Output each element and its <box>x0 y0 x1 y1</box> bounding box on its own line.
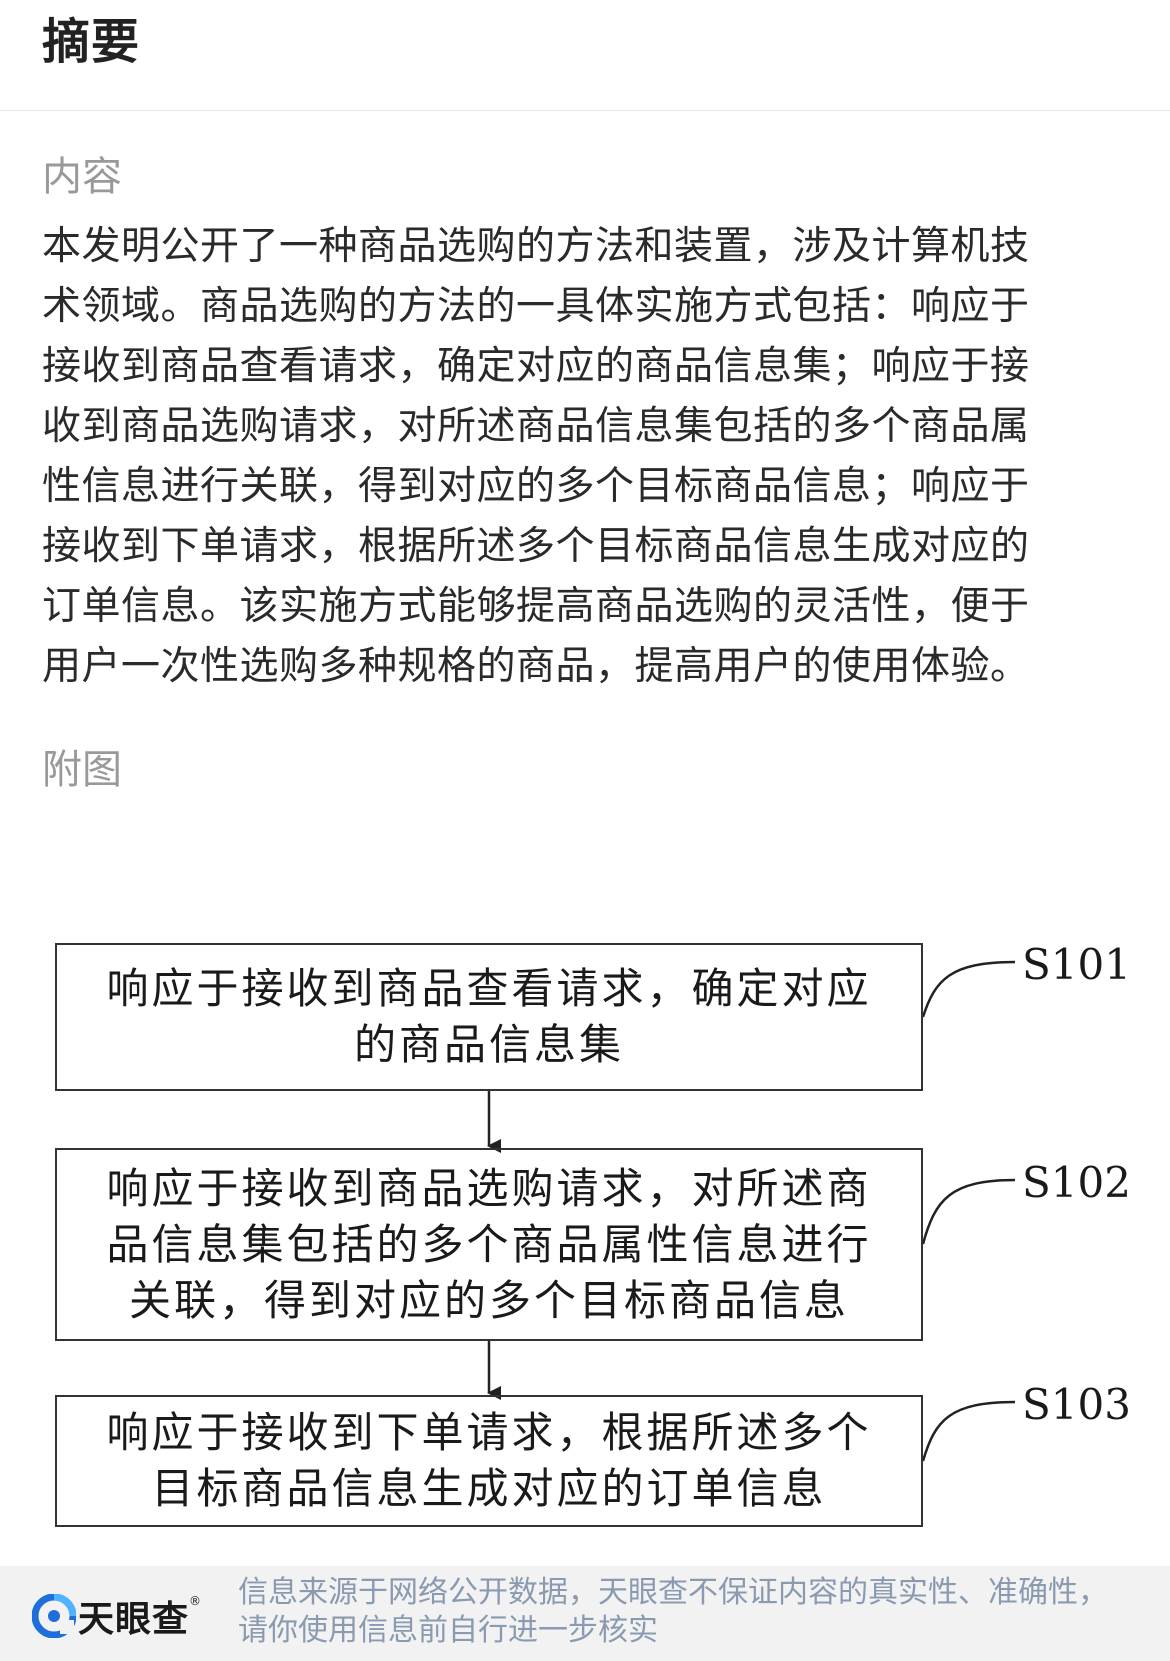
step-text: 响应于接收到商品查看请求，确定对应的商品信息集 <box>106 964 872 1069</box>
leader-curve-s103 <box>921 1400 1016 1462</box>
abstract-line: 本发明公开了一种商品选购的方法和装置，涉及计算机技 <box>42 224 1030 269</box>
step-id-label: S103 <box>1022 1380 1131 1429</box>
page-title: 摘要 <box>42 14 141 70</box>
step-id-label: S101 <box>1022 940 1131 989</box>
leader-curve-s101 <box>921 960 1016 1018</box>
abstract-line: 性信息进行关联，得到对应的多个目标商品信息；响应于 <box>42 464 1030 509</box>
step-id-label: S102 <box>1022 1158 1131 1207</box>
leader-curve-s102 <box>921 1178 1016 1245</box>
abstract-text: 本发明公开了一种商品选购的方法和装置，涉及计算机技 术领域。商品选购的方法的一具… <box>42 217 1102 697</box>
logo-text: 天眼查 <box>78 1599 190 1640</box>
flowchart-step-box: 响应于接收到商品查看请求，确定对应的商品信息集 <box>55 943 923 1091</box>
abstract-line: 接收到下单请求，根据所述多个目标商品信息生成对应的 <box>42 524 1030 569</box>
tianyancha-logo[interactable]: 天眼查 ® <box>32 1590 201 1642</box>
step-text: 响应于接收到下单请求，根据所述多个目标商品信息生成对应的订单信息 <box>106 1408 872 1513</box>
figure-section-label: 附图 <box>42 747 122 793</box>
flowchart-step-box: 响应于接收到下单请求，根据所述多个目标商品信息生成对应的订单信息 <box>55 1395 923 1527</box>
flowchart-figure[interactable]: 响应于接收到商品查看请求，确定对应的商品信息集 响应于接收到商品选购请求，对所述… <box>0 900 1170 1540</box>
registered-mark: ® <box>189 1594 202 1608</box>
abstract-line: 收到商品选购请求，对所述商品信息集包括的多个商品属 <box>42 404 1030 449</box>
content-section-label: 内容 <box>42 154 122 200</box>
flowchart-connectors <box>487 960 1016 1462</box>
abstract-line: 用户一次性选购多种规格的商品，提高用户的使用体验。 <box>42 644 1030 689</box>
disclaimer-line: 信息来源于网络公开数据，天眼查不保证内容的真实性、准确性， <box>238 1575 1108 1610</box>
abstract-line: 术领域。商品选购的方法的一具体实施方式包括：响应于 <box>42 284 1030 329</box>
footer-disclaimer: 信息来源于网络公开数据，天眼查不保证内容的真实性、准确性， 请你使用信息前自行进… <box>238 1574 1158 1650</box>
flowchart-step-box: 响应于接收到商品选购请求，对所述商品信息集包括的多个商品属性信息进行关联，得到对… <box>55 1148 923 1341</box>
disclaimer-line: 请你使用信息前自行进一步核实 <box>238 1613 658 1648</box>
tianyancha-logo-icon <box>32 1594 76 1638</box>
page-header: 摘要 <box>0 0 1170 111</box>
step-text: 响应于接收到商品选购请求，对所述商品信息集包括的多个商品属性信息进行关联，得到对… <box>106 1163 872 1325</box>
abstract-line: 接收到商品查看请求，确定对应的商品信息集；响应于接 <box>42 344 1030 389</box>
abstract-line: 订单信息。该实施方式能够提高商品选购的灵活性，便于 <box>42 584 1030 629</box>
footer-bar: 天眼查 ® 信息来源于网络公开数据，天眼查不保证内容的真实性、准确性， 请你使用… <box>0 1566 1170 1661</box>
